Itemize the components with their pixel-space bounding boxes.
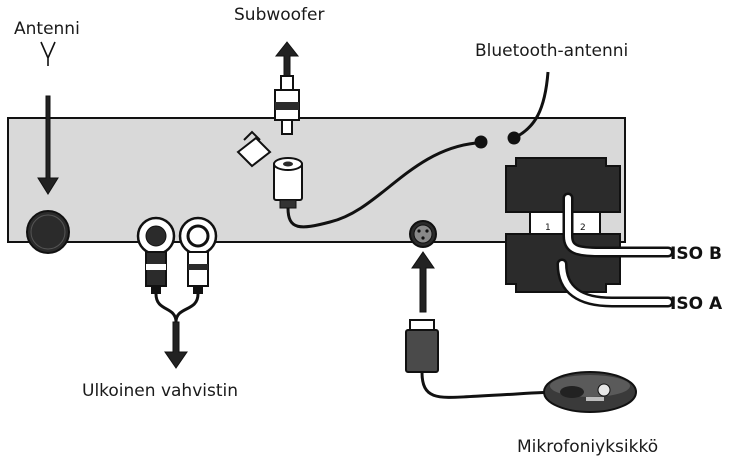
microphone-unit-badge bbox=[586, 397, 604, 401]
iso-b-cable bbox=[565, 195, 671, 255]
antenna-group: Antenni bbox=[14, 19, 80, 254]
antenna-label: Antenni bbox=[14, 19, 80, 39]
subwoofer-plug-band bbox=[275, 102, 299, 110]
antenna-arrow bbox=[37, 95, 59, 195]
iso-pin-label: 1 bbox=[545, 223, 551, 233]
rca-outputs bbox=[136, 216, 218, 369]
bluetooth-antenna-wire bbox=[513, 71, 550, 140]
bluetooth-antenna-label: Bluetooth-antenni bbox=[475, 41, 628, 61]
subwoofer-plug-tip bbox=[281, 119, 293, 135]
subwoofer-socket-hole bbox=[283, 161, 293, 167]
microphone-socket-pin bbox=[417, 229, 421, 233]
subwoofer-arrow bbox=[274, 41, 300, 77]
rca-socket-left-inner bbox=[145, 225, 167, 247]
microphone-connector-group bbox=[405, 220, 561, 399]
microphone-socket-pin bbox=[425, 229, 429, 233]
subwoofer-label: Subwoofer bbox=[234, 5, 325, 25]
microphone-socket-pin bbox=[421, 236, 425, 240]
iso-a-cable bbox=[559, 261, 671, 305]
microphone-arrow bbox=[411, 251, 435, 313]
antenna-socket-ring bbox=[30, 214, 66, 250]
external-amplifier-label: Ulkoinen vahvistin bbox=[82, 381, 238, 401]
antenna-socket bbox=[26, 210, 70, 254]
microphone-unit-button bbox=[597, 383, 611, 397]
microphone-unit-grille bbox=[560, 386, 584, 398]
microphone-socket-face bbox=[413, 224, 433, 244]
antenna-icon bbox=[40, 41, 56, 66]
subwoofer-angled-plug bbox=[236, 136, 272, 168]
rca-plug-right-band bbox=[188, 264, 208, 270]
iso-pin-label: 2 bbox=[580, 223, 586, 233]
iso-a-label: ISO A bbox=[670, 294, 723, 314]
subwoofer-group: Subwoofer bbox=[234, 5, 325, 209]
bluetooth-socket-left bbox=[474, 135, 488, 149]
microphone-unit-icon bbox=[543, 371, 637, 413]
rca-plug-left-band bbox=[146, 264, 166, 270]
microphone-cable bbox=[420, 371, 561, 399]
rca-plug-right-boot bbox=[193, 286, 203, 294]
subwoofer-angled-plug-tip bbox=[243, 130, 261, 141]
amplifier-arrow bbox=[164, 321, 188, 369]
rca-plug-left-boot bbox=[151, 286, 161, 294]
subwoofer-plug-cable-end bbox=[280, 75, 294, 91]
rca-y-cable bbox=[154, 293, 200, 323]
microphone-plug-body bbox=[405, 329, 439, 373]
iso-b-label: ISO B bbox=[670, 244, 722, 264]
rca-socket-right-inner bbox=[186, 224, 210, 248]
microphone-unit-label: Mikrofoniyksikkö bbox=[517, 437, 658, 457]
bluetooth-cable-panel bbox=[286, 141, 477, 229]
subwoofer-socket-base bbox=[279, 199, 297, 209]
